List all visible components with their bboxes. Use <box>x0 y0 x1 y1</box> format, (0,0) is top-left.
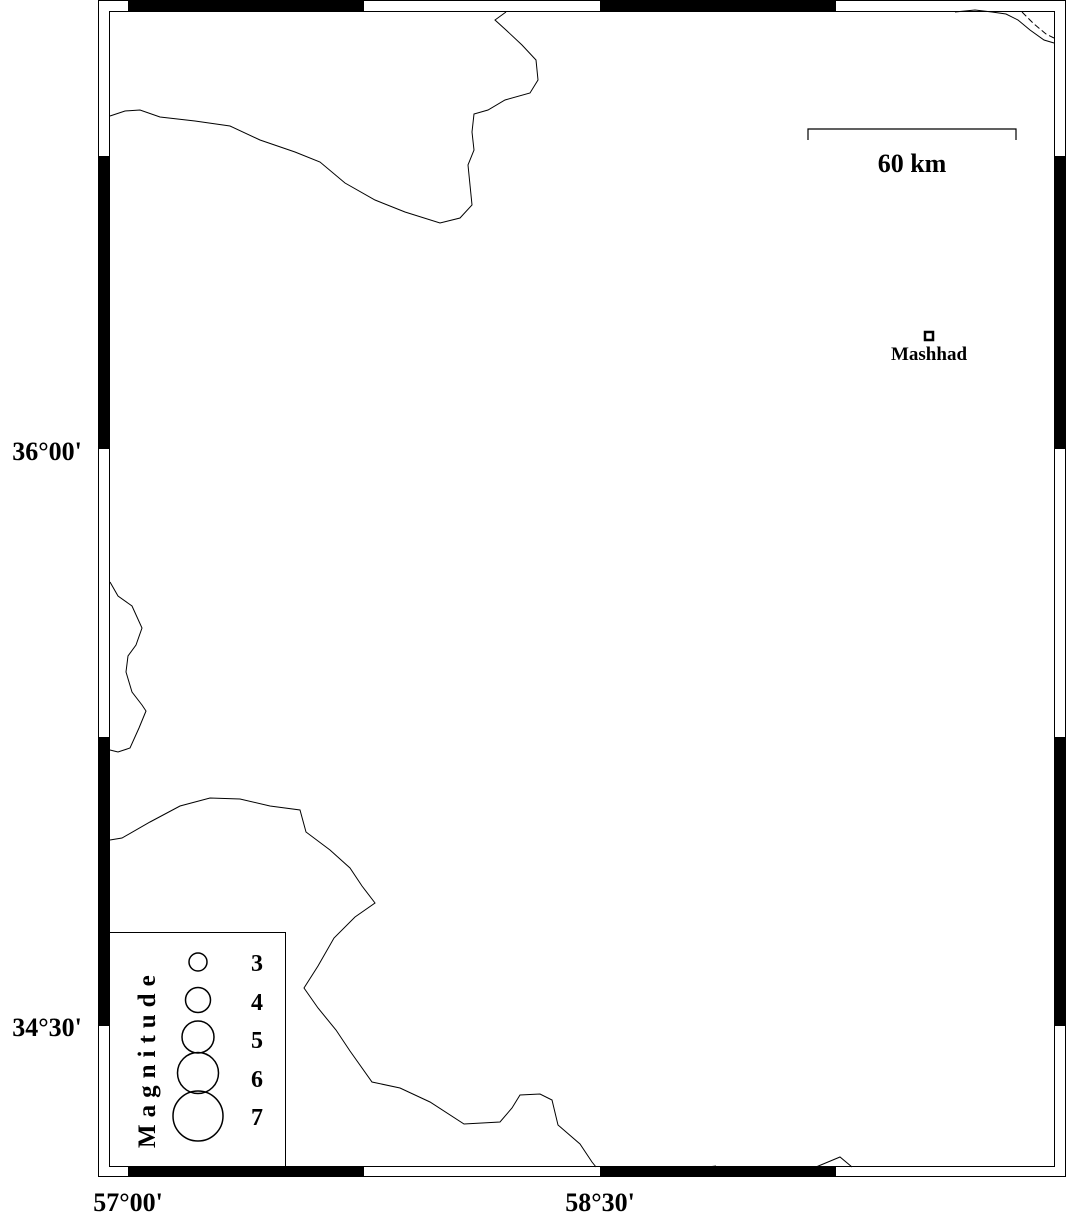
latitude-label-34-30: 34°30' <box>12 1013 82 1042</box>
boundary-line-south <box>815 1156 853 1168</box>
boundary-line-northeast <box>954 9 1055 44</box>
legend-title: Magnitude <box>134 968 161 1148</box>
boundary-line-west <box>109 581 147 753</box>
boundary-line-northeast-dashed <box>1021 11 1055 39</box>
circle-icon <box>184 986 212 1014</box>
magnitude-legend: Magnitude 3 4 5 6 7 <box>109 932 286 1167</box>
legend-entry-label: 5 <box>251 1028 263 1054</box>
longitude-label-57: 57°00' <box>93 1188 163 1217</box>
scale-bar: 60 km <box>807 128 1017 178</box>
frame-graticule-bars <box>99 1 1065 1176</box>
city-mashhad: Mashhad <box>891 330 967 365</box>
boundary-line-southwest <box>109 797 597 1168</box>
circle-icon <box>172 1090 224 1142</box>
circle-icon <box>188 952 208 972</box>
city-label: Mashhad <box>891 344 967 365</box>
legend-entry-label: 6 <box>251 1067 263 1093</box>
boundary-line-south-short <box>707 1165 717 1168</box>
legend-entry-label: 3 <box>251 951 263 977</box>
square-marker-icon <box>923 330 935 342</box>
legend-symbols <box>172 952 224 1142</box>
scale-bar-line <box>807 128 1017 140</box>
boundary-line-north <box>109 11 539 224</box>
boundary-lines <box>109 9 1055 1168</box>
map-frame-inner <box>109 11 1055 1167</box>
circle-icon <box>176 1051 220 1095</box>
scale-bar-label: 60 km <box>878 149 947 178</box>
legend-entry-label: 7 <box>251 1105 263 1131</box>
longitude-label-58-30: 58°30' <box>565 1188 635 1217</box>
legend-entry-label: 4 <box>251 990 263 1016</box>
latitude-label-36: 36°00' <box>12 437 82 466</box>
